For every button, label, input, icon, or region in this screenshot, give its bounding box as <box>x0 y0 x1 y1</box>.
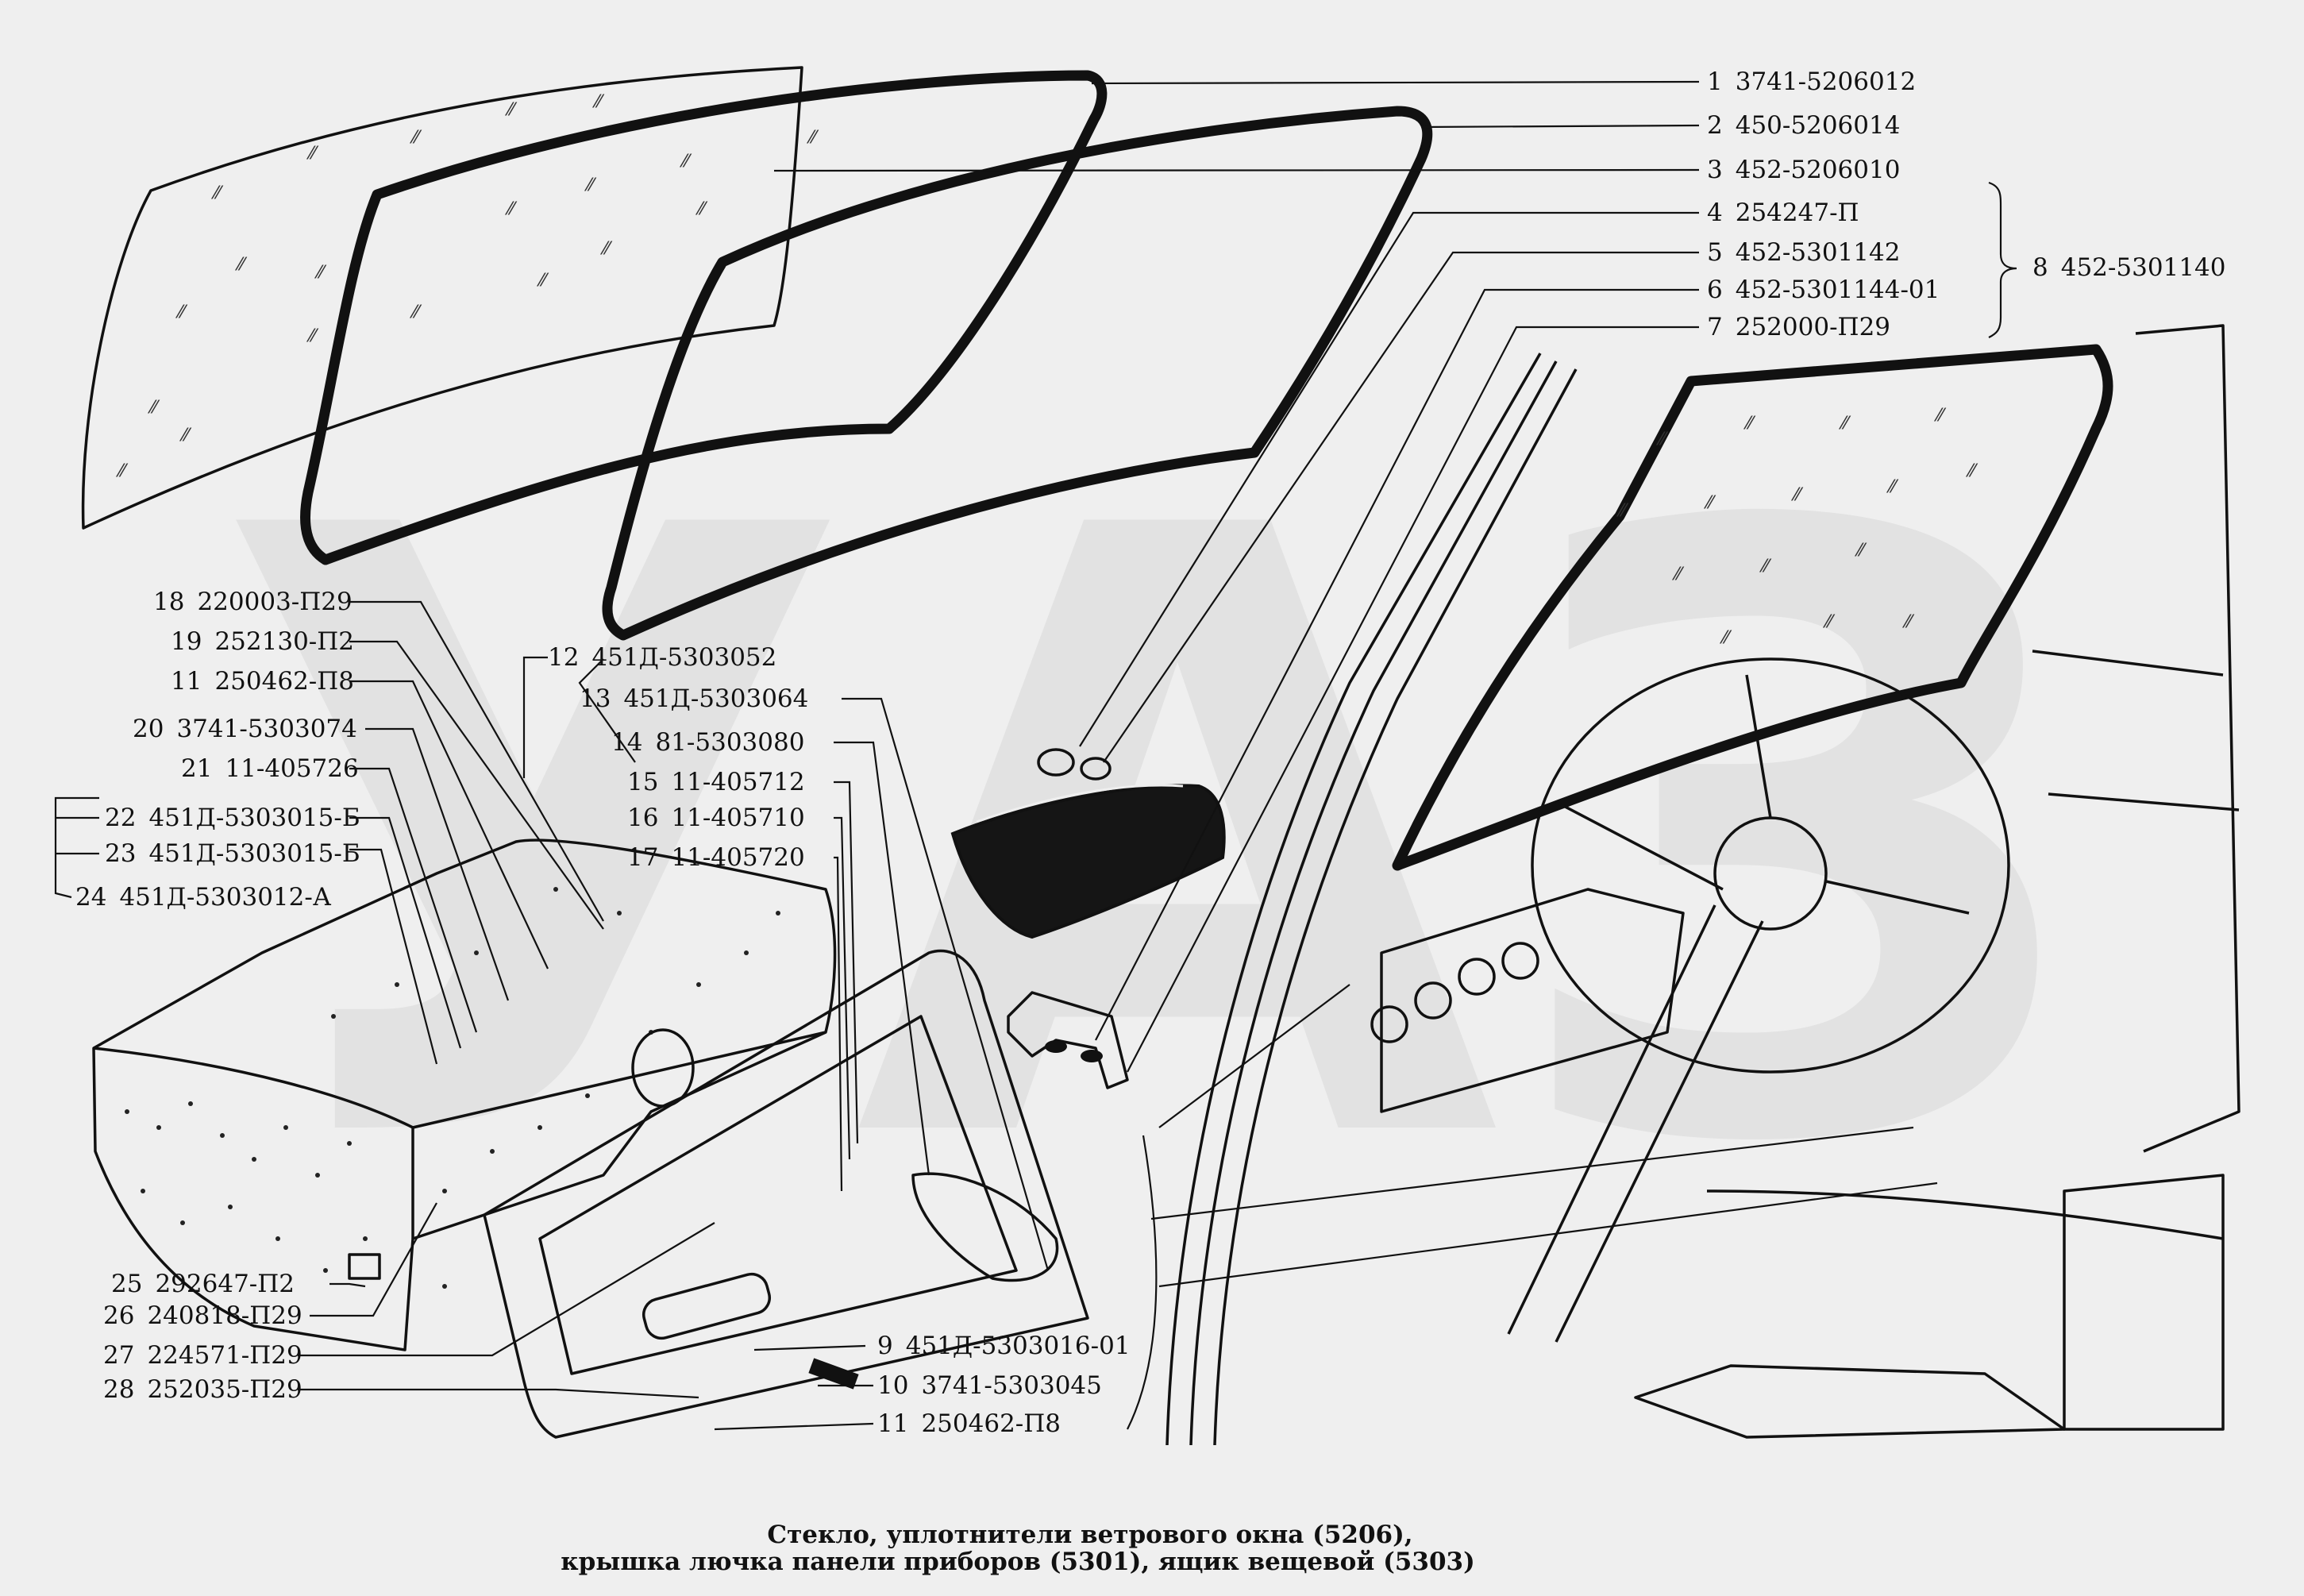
svg-text:⁄⁄: ⁄⁄ <box>679 152 692 172</box>
svg-text:⁄⁄: ⁄⁄ <box>115 461 129 481</box>
svg-text:⁄⁄: ⁄⁄ <box>504 199 518 219</box>
glove-box-lid-part-9 <box>483 949 1089 1439</box>
svg-text:⁄⁄: ⁄⁄ <box>536 271 549 291</box>
svg-text:⁄⁄: ⁄⁄ <box>306 326 319 346</box>
svg-text:⁄⁄: ⁄⁄ <box>147 398 160 418</box>
cab-interior: ⁄⁄⁄⁄⁄⁄⁄⁄ ⁄⁄⁄⁄⁄⁄⁄⁄ ⁄⁄⁄⁄⁄⁄⁄⁄ ⁄⁄⁄⁄⁄⁄ <box>1165 324 2240 1446</box>
svg-text:⁄⁄: ⁄⁄ <box>409 303 422 322</box>
svg-text:⁄⁄: ⁄⁄ <box>409 128 422 148</box>
caption-line-1: Стекло, уплотнители ветрового окна (5206… <box>767 1521 1412 1549</box>
svg-text:⁄⁄: ⁄⁄ <box>306 144 319 164</box>
caption-line-2: крышка лючка панели приборов (5301), ящи… <box>561 1548 1475 1576</box>
windshield-seal-part-3 <box>602 106 1433 641</box>
panel-cover-part-8 <box>950 748 1226 1089</box>
svg-text:⁄⁄: ⁄⁄ <box>179 426 192 445</box>
glove-box-part-24 <box>92 838 837 1351</box>
svg-text:⁄⁄: ⁄⁄ <box>175 303 188 322</box>
svg-text:⁄⁄: ⁄⁄ <box>584 175 597 195</box>
svg-text:⁄⁄: ⁄⁄ <box>210 183 224 203</box>
svg-text:⁄⁄: ⁄⁄ <box>314 263 327 283</box>
svg-text:⁄⁄: ⁄⁄ <box>591 92 605 112</box>
svg-text:⁄⁄: ⁄⁄ <box>695 199 708 219</box>
leader-lines <box>54 80 2017 1431</box>
svg-text:⁄⁄: ⁄⁄ <box>599 239 613 259</box>
svg-text:⁄⁄: ⁄⁄ <box>806 128 819 148</box>
windshield-seal-part-2: ⁄⁄ ⁄⁄ ⁄⁄ ⁄⁄ ⁄⁄ ⁄⁄ ⁄⁄ ⁄⁄ <box>300 70 1108 565</box>
svg-text:⁄⁄: ⁄⁄ <box>234 255 248 275</box>
diagram-caption: Стекло, уплотнители ветрового окна (5206… <box>561 1521 1475 1576</box>
svg-text:⁄⁄: ⁄⁄ <box>504 100 518 120</box>
